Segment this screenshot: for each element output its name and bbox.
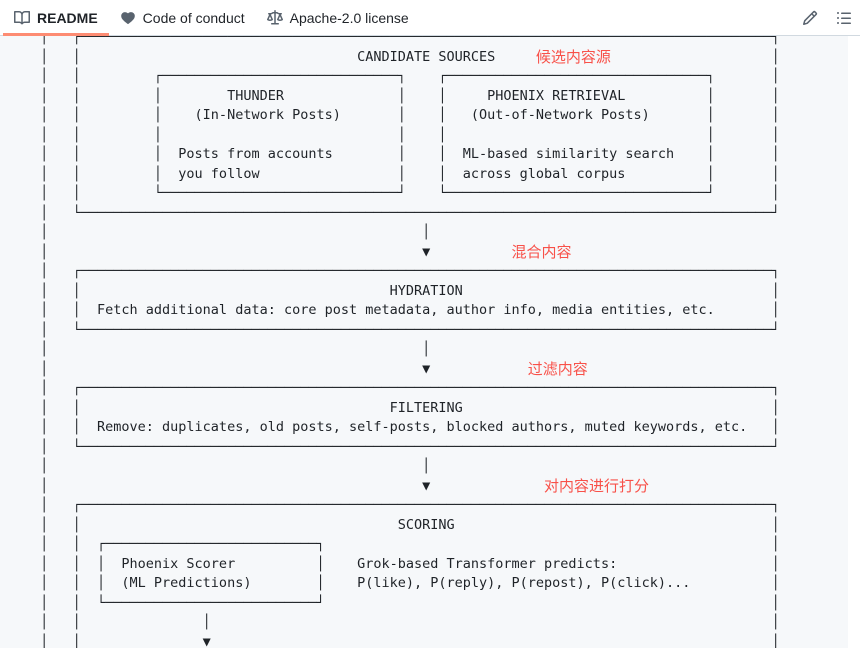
tab-code-of-conduct[interactable]: Code of conduct: [109, 0, 256, 35]
diagram-annotation: 候选内容源: [535, 47, 611, 66]
list-unordered-icon: [837, 11, 851, 24]
tab-readme-label: README: [37, 9, 98, 26]
edit-file-button[interactable]: [796, 4, 824, 32]
tab-license-label: Apache-2.0 license: [289, 9, 409, 26]
code-of-conduct-icon: [120, 11, 135, 24]
tab-code-of-conduct-label: Code of conduct: [142, 9, 245, 26]
diagram-annotation: 对内容进行打分: [544, 476, 650, 495]
header-actions: [796, 0, 860, 35]
readme-tab-bar: README Code of conduct Apache-2.0 licens…: [0, 0, 860, 36]
ascii-pipeline-diagram: │ ┌─────────────────────────────────────…: [40, 36, 780, 648]
tab-readme[interactable]: README: [3, 0, 109, 36]
tab-license[interactable]: Apache-2.0 license: [256, 0, 420, 35]
readme-content[interactable]: │ ┌─────────────────────────────────────…: [0, 36, 848, 648]
pencil-icon: [802, 10, 818, 25]
book-icon: [14, 10, 30, 24]
diagram-annotation: 混合内容: [511, 242, 572, 261]
outline-button[interactable]: [830, 4, 858, 32]
law-icon: [266, 9, 283, 24]
active-tab-underline: [3, 33, 109, 36]
diagram-annotation: 过滤内容: [527, 359, 588, 378]
